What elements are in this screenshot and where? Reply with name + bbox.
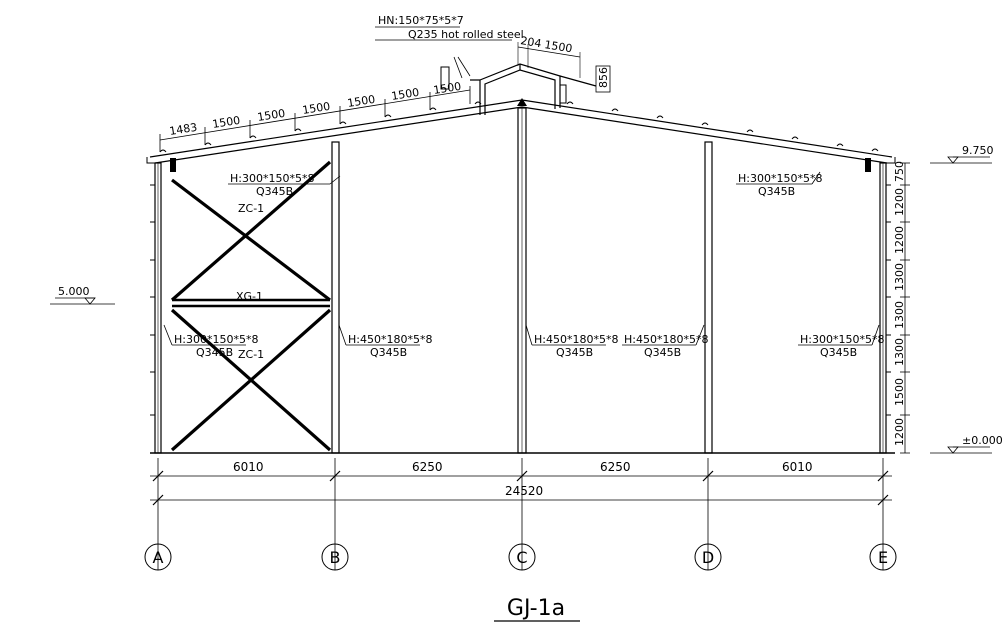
col-a-section: H:300*150*5*8 (174, 333, 258, 346)
rdim-1200a: 1200 (893, 188, 906, 216)
roof-dim-1: 1483 (168, 121, 198, 138)
col-d-section: H:450*180*5*8 (624, 333, 708, 346)
roof-dim-7: 1500 (432, 80, 462, 97)
bay-dim-3: 6250 (600, 460, 631, 474)
bracing (170, 160, 332, 452)
right-vertical-dimensions: 750 1200 1200 1300 1300 1300 1500 1200 (893, 161, 910, 454)
elevation-mid: 5.000 (58, 285, 90, 298)
rafter-right-material: Q345B (758, 185, 795, 198)
bay-dim-4: 6010 (782, 460, 813, 474)
rafter-left-section: H:300*150*5*8 (230, 172, 314, 185)
rafter-right-section: H:300*150*5*8 (738, 172, 822, 185)
elevation-ground: ±0.000 (962, 434, 1003, 447)
rdim-1300a: 1300 (893, 263, 906, 291)
axis-c: C (516, 548, 527, 567)
bottom-dimensions: 6010 6250 6250 6010 24520 (150, 458, 892, 570)
roof-monitor (440, 56, 597, 115)
col-c-section: H:450*180*5*8 (534, 333, 618, 346)
columns (150, 107, 891, 454)
rdim-1300c: 1300 (893, 338, 906, 366)
rdim-1200c: 1200 (893, 418, 906, 446)
total-dim: 24520 (505, 484, 543, 498)
drawing-title: GJ-1a (507, 596, 565, 621)
monitor-dim-a: 204 (520, 34, 543, 50)
col-d-material: Q345B (644, 346, 681, 359)
member-labels: H:300*150*5*8 Q345B H:300*150*5*8 Q345B … (163, 171, 884, 359)
roof-dim-2: 1500 (211, 114, 241, 131)
rdim-750: 750 (893, 161, 906, 182)
axis-d: D (702, 548, 714, 567)
roof-dim-5: 1500 (346, 93, 376, 110)
monitor-material-label: Q235 hot rolled steel (408, 28, 524, 41)
axis-e: E (878, 548, 888, 567)
rdim-1500: 1500 (893, 378, 906, 406)
col-e-section: H:300*150*5*8 (800, 333, 884, 346)
col-b-section: H:450*180*5*8 (348, 333, 432, 346)
monitor-callout: HN:150*75*5*7 Q235 hot rolled steel 204 … (375, 14, 611, 93)
elevation-markers: 9.750 5.000 ±0.000 (50, 144, 1003, 454)
roof-dim-6: 1500 (390, 86, 420, 103)
col-e-material: Q345B (820, 346, 857, 359)
elevation-eave: 9.750 (962, 144, 994, 157)
axis-a: A (153, 548, 164, 567)
col-a-material: Q345B (196, 346, 233, 359)
roof-rafters (146, 98, 896, 164)
rdim-1300b: 1300 (893, 301, 906, 329)
roof-dim-4: 1500 (301, 100, 331, 117)
axis-b: B (330, 548, 341, 567)
monitor-height-dim: 856 (597, 67, 610, 88)
col-b-material: Q345B (370, 346, 407, 359)
brace-lower-label: ZC-1 (238, 348, 264, 361)
roof-dimension-line: 1483 1500 1500 1500 1500 1500 1500 (159, 80, 471, 152)
rdim-1200b: 1200 (893, 226, 906, 254)
roof-dim-3: 1500 (256, 107, 286, 124)
monitor-section-label: HN:150*75*5*7 (378, 14, 464, 27)
bay-dim-2: 6250 (412, 460, 443, 474)
strut-label: XG-1 (236, 290, 263, 303)
col-c-material: Q345B (556, 346, 593, 359)
monitor-dim-b: 1500 (544, 38, 574, 55)
rafter-left-material: Q345B (256, 185, 293, 198)
brace-upper-label: ZC-1 (238, 202, 264, 215)
bay-dim-1: 6010 (233, 460, 264, 474)
axis-bubbles: A B C D E (144, 543, 897, 571)
